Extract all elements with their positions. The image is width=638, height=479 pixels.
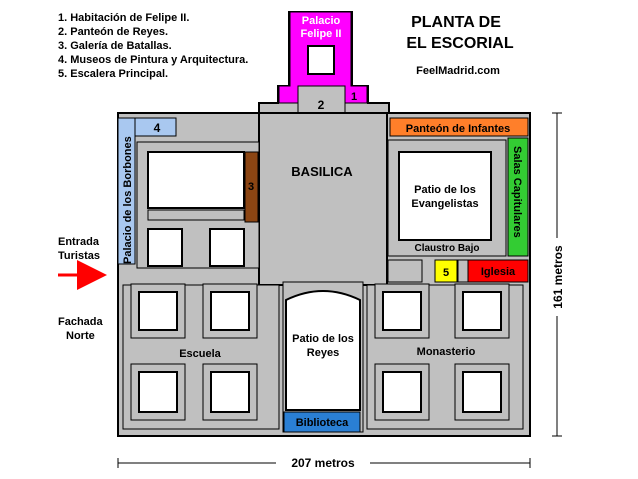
entrance-label-1: Entrada bbox=[58, 236, 100, 248]
escuela-court-4 bbox=[210, 371, 250, 413]
facade-label-2: Norte bbox=[66, 330, 95, 342]
number-2: 2 bbox=[318, 98, 325, 112]
palacio-borbones-block bbox=[117, 117, 136, 265]
escuela-label: Escuela bbox=[179, 348, 221, 360]
patio-reyes-label-1: Patio de los bbox=[292, 333, 354, 345]
claustro-cell-b bbox=[457, 259, 469, 283]
facade-label-1: Fachada bbox=[58, 316, 104, 328]
escalera-principal-block bbox=[434, 259, 458, 283]
title-line-2: EL ESCORIAL bbox=[406, 35, 514, 52]
claustro-bajo-label: Claustro Bajo bbox=[414, 243, 479, 254]
palace-small-court-2 bbox=[209, 228, 245, 267]
height-dimension-label: 161 metros bbox=[551, 245, 565, 309]
palacio-felipe-label-2: Felipe II bbox=[301, 28, 342, 40]
iglesia-label: Iglesia bbox=[481, 266, 516, 278]
palace-patio bbox=[147, 151, 245, 209]
legend-item-3: 3. Galería de Batallas. bbox=[58, 40, 172, 52]
number-1: 1 bbox=[351, 91, 357, 103]
patio-reyes bbox=[285, 290, 361, 411]
palacio-borbones-label: Palacio de los Borbones bbox=[122, 136, 134, 264]
legend-item-1: 1. Habitación de Felipe II. bbox=[58, 12, 189, 24]
site-credit: FeelMadrid.com bbox=[416, 65, 500, 77]
monasterio-court-2 bbox=[462, 291, 502, 331]
biblioteca-label: Biblioteca bbox=[296, 417, 349, 429]
palacio-felipe-court bbox=[307, 45, 335, 75]
monasterio-court-4 bbox=[462, 371, 502, 413]
palacio-felipe-label-1: Palacio bbox=[302, 15, 341, 27]
legend-item-2: 2. Panteón de Reyes. bbox=[58, 26, 168, 38]
monasterio-label: Monasterio bbox=[417, 346, 476, 358]
escuela-court-2 bbox=[210, 291, 250, 331]
salas-capitulares-label: Salas Capitulares bbox=[511, 146, 523, 238]
width-dimension-label: 207 metros bbox=[291, 456, 355, 470]
patio-reyes-label-2: Reyes bbox=[307, 347, 339, 359]
basilica-label: BASILICA bbox=[291, 164, 353, 179]
patio-evangelistas-label-2: Evangelistas bbox=[411, 198, 478, 210]
panteon-infantes-label: Panteón de Infantes bbox=[406, 123, 511, 135]
palace-gallery-bar bbox=[147, 209, 245, 221]
monasterio-court-1 bbox=[382, 291, 422, 331]
escuela-court-1 bbox=[138, 291, 178, 331]
iglesia-block bbox=[467, 259, 529, 283]
number-4: 4 bbox=[154, 121, 161, 135]
claustro-cell-a bbox=[387, 259, 423, 283]
monasterio-court-3 bbox=[382, 371, 422, 413]
basilica bbox=[258, 112, 388, 286]
patio-evangelistas-label-1: Patio de los bbox=[414, 184, 476, 196]
title-line-1: PLANTA DE bbox=[411, 14, 501, 31]
palace-small-court-1 bbox=[147, 228, 183, 267]
salas-capitulares-block bbox=[507, 137, 529, 257]
patio-evangelistas bbox=[398, 151, 492, 241]
panteon-infantes-block bbox=[389, 117, 529, 137]
galeria-batallas-block bbox=[244, 151, 259, 223]
escuela-court-3 bbox=[138, 371, 178, 413]
number-3: 3 bbox=[248, 181, 254, 193]
entrance-label-2: Turistas bbox=[58, 250, 100, 262]
biblioteca-block bbox=[283, 411, 361, 433]
legend-item-4: 4. Museos de Pintura y Arquitectura. bbox=[58, 54, 248, 66]
number-5: 5 bbox=[443, 267, 449, 279]
legend-item-5: 5. Escalera Principal. bbox=[58, 68, 168, 80]
